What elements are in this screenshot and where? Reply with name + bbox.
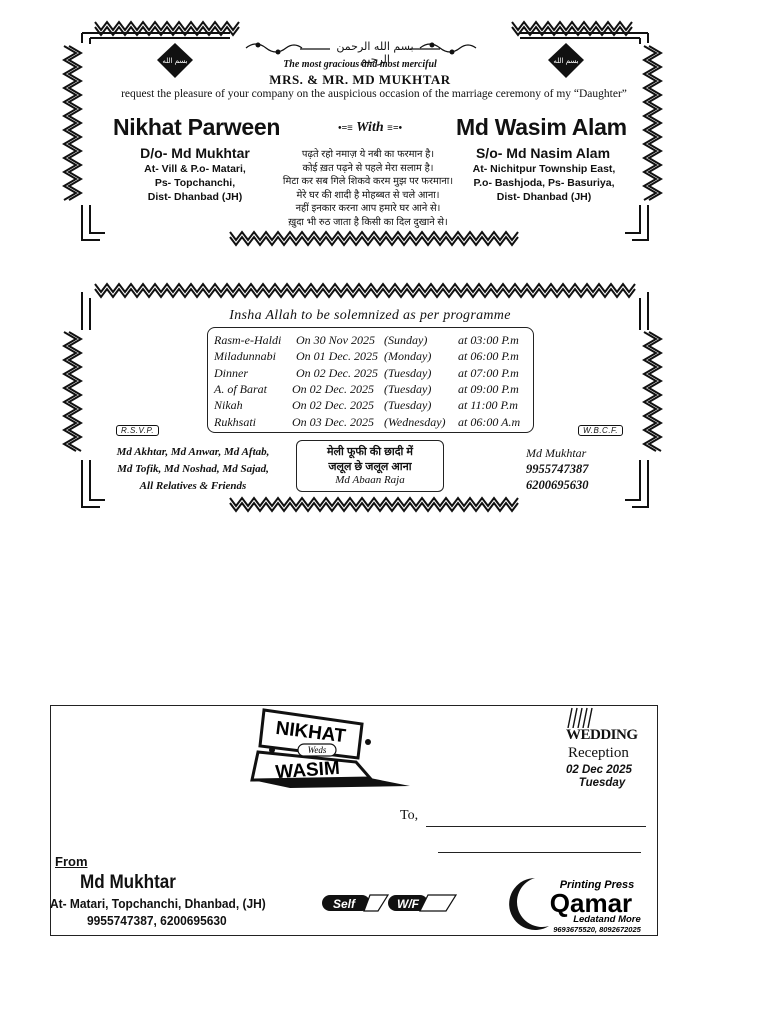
sender-address: At- Matari, Topchanchi, Dhanbad, (JH) bbox=[50, 896, 266, 911]
delivery-badges: Self W/F bbox=[322, 894, 458, 912]
logo-middle-text: Weds bbox=[308, 745, 327, 755]
event-date: On 03 Dec. 2025 bbox=[292, 414, 374, 429]
event-day: (Wednesday) bbox=[384, 414, 446, 429]
child-message-box: मेली फूफी की छादी में जलूल छे जलूल आना M… bbox=[296, 440, 444, 492]
family-contact-name: Md Mukhtar bbox=[526, 446, 587, 460]
event-date: On 01 Dec. 2025 bbox=[296, 349, 378, 364]
event-date: On 02 Dec. 2025 bbox=[292, 381, 374, 396]
groom-parent: S/o- Md Nasim Alam bbox=[475, 145, 611, 161]
rsvp-tag: R.S.V.P. bbox=[116, 425, 160, 436]
with-label: •=≡ With ≡=• bbox=[337, 120, 403, 135]
groom-address-line: Dist- Dhanbad (JH) bbox=[496, 191, 592, 203]
family-contact: Md Mukhtar 9955747387 6200695630 bbox=[526, 445, 646, 493]
poem-line: नहीं इनकार करना आप हमारे घर आने से। bbox=[295, 203, 441, 215]
event-day: (Monday) bbox=[384, 349, 432, 364]
sender-name: Md Mukhtar bbox=[80, 872, 176, 893]
wedding-word: WEDDING bbox=[566, 727, 638, 743]
self-badge[interactable]: Self bbox=[333, 897, 356, 911]
event-time: at 09:00 P.m bbox=[458, 381, 519, 396]
event-day: (Tuesday) bbox=[384, 365, 432, 380]
arabic-calligraphy: بسم الله الرحمن الرحيم bbox=[336, 40, 414, 66]
to-label: To, bbox=[400, 808, 419, 823]
groom-name: Md Wasim Alam bbox=[456, 114, 627, 140]
address-line-2 bbox=[438, 852, 641, 853]
event-time: at 06:00 A.m bbox=[458, 414, 521, 429]
gracious-line: The most gracious and most merciful bbox=[283, 59, 437, 70]
groom-address-line: P.o- Bashjoda, Ps- Basuriya, bbox=[473, 177, 615, 189]
programme-box: Rasm-e-Haldi On 30 Nov 2025 (Sunday) at 03:… bbox=[207, 327, 534, 433]
groom-address-line: At- Nichitpur Township East, bbox=[472, 163, 616, 175]
bride-parent: D/o- Md Mukhtar bbox=[140, 145, 250, 161]
event-name: Nikah bbox=[214, 398, 243, 413]
top-left-medallion bbox=[157, 43, 193, 78]
event-name: Rasm-e-Haldi bbox=[214, 333, 282, 347]
poem-line: मेरे घर की शादी है मोहब्बत से चले आना। bbox=[296, 189, 440, 201]
event-time: at 11:00 P.m bbox=[458, 398, 518, 413]
event-date: On 30 Nov 2025 bbox=[296, 333, 375, 347]
poem-line: मिटा कर सब गिले शिकवे करम मुझ पर फरमाना। bbox=[282, 176, 454, 188]
poem-line: पढ़ते रहो नमाज़ ये नबी का फरमान है। bbox=[301, 149, 435, 160]
event-time: at 07:00 P.m bbox=[458, 365, 519, 380]
crescent-icon bbox=[509, 878, 549, 930]
printer-name: Qamar bbox=[550, 888, 632, 918]
reception-day: Tuesday bbox=[578, 777, 626, 789]
from-label: From bbox=[55, 854, 88, 869]
poem-line: ख़ुदा भी रुठ जाता है किसी का दिल दुखाने … bbox=[288, 216, 448, 228]
logo-bottom-text: WASIM bbox=[275, 758, 341, 783]
svg-text:بسم الله: بسم الله bbox=[162, 57, 187, 65]
urdu-poem: पढ़ते रहो नमाज़ ये नबी का फरमान है। कोई … bbox=[258, 148, 478, 230]
reception-label: Reception bbox=[568, 745, 629, 761]
family-contact-phone: 6200695630 bbox=[526, 478, 589, 492]
family-contact-phone: 9955747387 bbox=[526, 462, 589, 476]
relatives-line: All Relatives & Friends bbox=[139, 480, 247, 492]
relatives-line: Md Tofik, Md Noshad, Md Sajad, bbox=[117, 463, 269, 475]
sender-phones: 9955747387, 6200695630 bbox=[87, 913, 227, 928]
child-message-line: जलूल छे जलूल आना bbox=[328, 461, 412, 473]
printer-phones: 9693675520, 8092672025 bbox=[553, 925, 641, 934]
event-day: (Tuesday) bbox=[384, 398, 432, 413]
relatives-line: Md Akhtar, Md Anwar, Md Aftab, bbox=[116, 446, 270, 458]
with-text: With bbox=[356, 120, 384, 135]
event-name: Miladunnabi bbox=[214, 349, 276, 364]
event-date: On 02 Dec. 2025 bbox=[296, 365, 378, 380]
envelope-card bbox=[50, 705, 658, 936]
groom-address: At- Nichitpur Township East, P.o- Bashjo… bbox=[462, 162, 626, 204]
bride-address: At- Vill & P.o- Matari, Ps- Topchanchi, … bbox=[120, 162, 270, 204]
bride-name: Nikhat Parween bbox=[113, 114, 281, 140]
child-message-from: Md Abaan Raja bbox=[335, 474, 405, 486]
wedding-stripes bbox=[567, 707, 593, 728]
nikhat-weds-wasim-logo: NIKHAT Weds WASIM bbox=[250, 708, 410, 788]
bride-address-line: Dist- Dhanbad (JH) bbox=[147, 191, 243, 203]
event-day: (Sunday) bbox=[384, 333, 428, 347]
printer-logo: Printing Press Qamar Ledatand More 96936… bbox=[509, 878, 642, 934]
programme-heading: Insha Allah to be solemnized as per prog… bbox=[229, 308, 511, 323]
printer-tag: Printing Press bbox=[560, 879, 635, 891]
request-line: request the pleasure of your company on … bbox=[121, 88, 627, 100]
child-message-line: मेली फूफी की छादी में bbox=[326, 446, 414, 458]
address-line-1 bbox=[426, 826, 646, 827]
poem-line: कोई ख़त पढ़ने से पहले मेरा सलाम है। bbox=[302, 162, 434, 174]
event-name: Rukhsati bbox=[214, 414, 256, 429]
relatives-list: Md Akhtar, Md Anwar, Md Aftab, Md Tofik,… bbox=[108, 444, 278, 495]
reception-date: 02 Dec 2025 bbox=[566, 764, 632, 776]
event-time: at 06:00 P.m bbox=[458, 349, 519, 364]
svg-text:بسم الله: بسم الله bbox=[553, 57, 578, 65]
event-name: Dinner bbox=[214, 365, 248, 380]
bride-address-line: At- Vill & P.o- Matari, bbox=[144, 163, 246, 175]
event-date: On 02 Dec. 2025 bbox=[292, 398, 374, 413]
hosts-name: MRS. & MR. MD MUKHTAR bbox=[269, 72, 451, 87]
card1-border: بسم الله بسم الله bbox=[62, 20, 663, 247]
event-day: (Tuesday) bbox=[384, 381, 432, 396]
event-time: at 03:00 P.m bbox=[458, 333, 519, 347]
wbcf-tag: W.B.C.F. bbox=[578, 425, 624, 436]
event-name: A. of Barat bbox=[214, 381, 267, 396]
wf-badge[interactable]: W/F bbox=[397, 897, 420, 911]
top-right-medallion bbox=[548, 43, 584, 78]
card2-border bbox=[62, 282, 663, 513]
printer-location: Ledatand More bbox=[573, 914, 641, 925]
bride-address-line: Ps- Topchanchi, bbox=[154, 177, 236, 189]
